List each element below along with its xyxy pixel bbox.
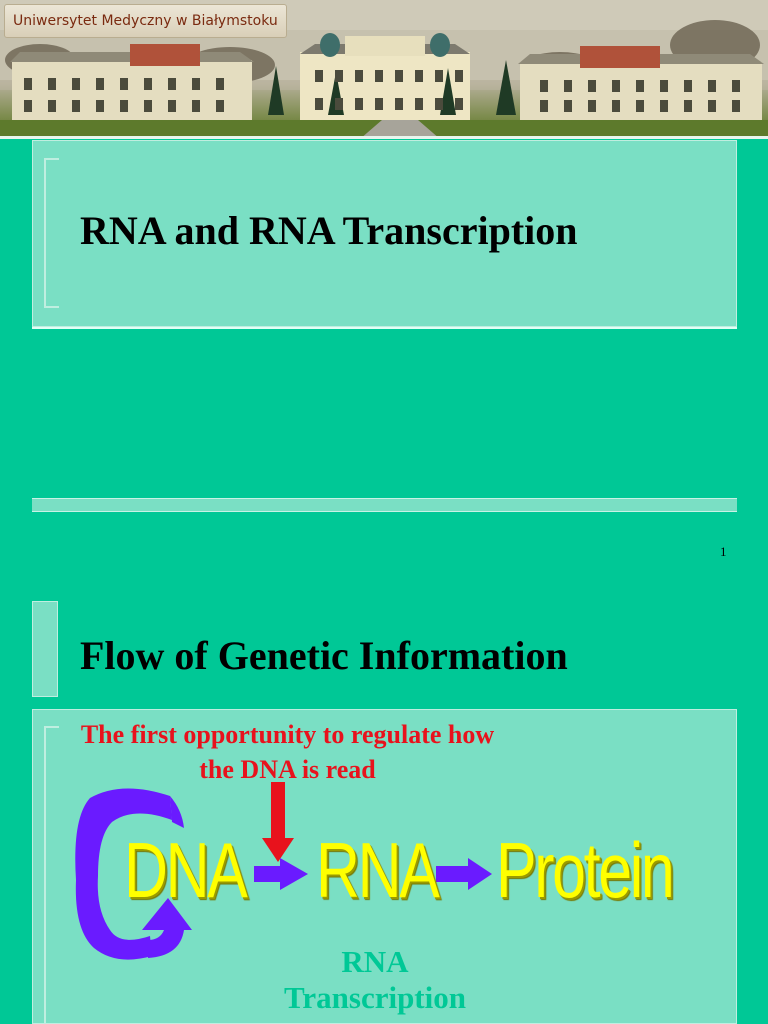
slide1-footer-bar [32,498,737,512]
page-number: 1 [720,544,727,559]
slide2-title-marker [32,601,58,697]
slide2-bracket-decoration [44,726,59,1024]
slide1-bracket-decoration [44,158,59,308]
flow-diagram [75,782,492,960]
slide1-title: RNA and RNA Transcription [80,208,578,253]
palace-photo [0,0,768,139]
university-name: Uniwersytet Medyczny w Białymstoku [4,4,287,38]
replication-loop-icon [75,788,192,960]
regulation-note: The first opportunity to regulate how th… [80,720,495,784]
regulation-arrow-icon [262,782,294,862]
slide2-title: Flow of Genetic Information [80,633,568,678]
header-banner: Uniwersytet Medyczny w Białymstoku [0,0,768,139]
flow-protein-label: Protein [496,826,675,914]
dna-to-rna-arrow-icon [254,858,308,890]
flow-rna-label: RNA [316,826,440,914]
slide2-content-panel [32,709,737,1024]
transcription-label: RNA Transcription [284,944,466,1015]
flow-dna-label: DNA [124,826,248,914]
rna-to-protein-arrow-icon [436,858,492,890]
slide1-title-panel [32,140,737,327]
